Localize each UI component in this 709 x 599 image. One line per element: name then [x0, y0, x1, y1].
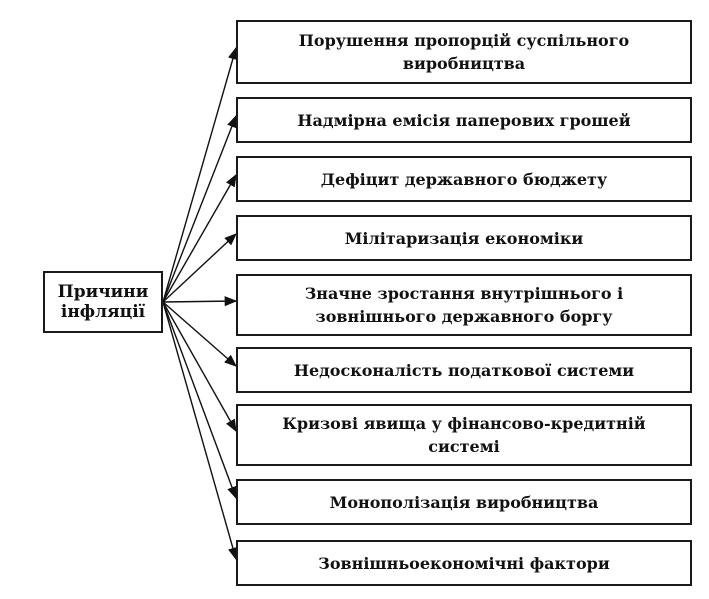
root-box: Причини інфляції — [43, 271, 163, 333]
cause-box-2: Надмірна емісія паперових грошей — [236, 97, 692, 143]
cause-label-2: Надмірна емісія паперових грошей — [297, 110, 631, 130]
cause-box-3: Дефіцит державного бюджету — [236, 156, 692, 202]
cause-box-8: Монополізація виробництва — [236, 479, 692, 525]
arrow-3 — [162, 173, 237, 303]
cause-box-9: Зовнішньоекономічні фактори — [236, 540, 692, 586]
arrow-4 — [162, 233, 237, 303]
arrow-1 — [162, 46, 238, 303]
cause-box-1: Порушення пропорцій суспільного виробниц… — [236, 20, 692, 84]
cause-label-7: Кризові явища у фінансово-кредитній сист… — [282, 414, 646, 456]
arrow-8 — [162, 301, 237, 500]
cause-label-6: Недосконалість податкової системи — [293, 360, 635, 380]
cause-box-4: Мілітаризація економіки — [236, 215, 692, 261]
cause-label-9: Зовнішньоекономічні фактори — [318, 553, 610, 573]
arrow-7 — [162, 301, 237, 433]
cause-label-1: Порушення пропорцій суспільного виробниц… — [298, 31, 630, 73]
cause-label-8: Монополізація виробництва — [329, 492, 599, 512]
arrow-6 — [162, 301, 237, 367]
cause-box-7: Кризові явища у фінансово-кредитній сист… — [236, 404, 692, 466]
arrow-9 — [162, 301, 238, 561]
root-label: Причини інфляції — [57, 282, 149, 322]
cause-box-5: Значне зростання внутрішнього і зовнішнь… — [236, 274, 692, 336]
cause-label-5: Значне зростання внутрішнього і зовнішнь… — [304, 284, 624, 326]
cause-box-6: Недосконалість податкової системи — [236, 347, 692, 393]
arrow-2 — [162, 114, 237, 303]
arrow-5 — [162, 296, 238, 307]
cause-label-4: Мілітаризація економіки — [344, 228, 584, 248]
cause-label-3: Дефіцит державного бюджету — [320, 169, 608, 189]
